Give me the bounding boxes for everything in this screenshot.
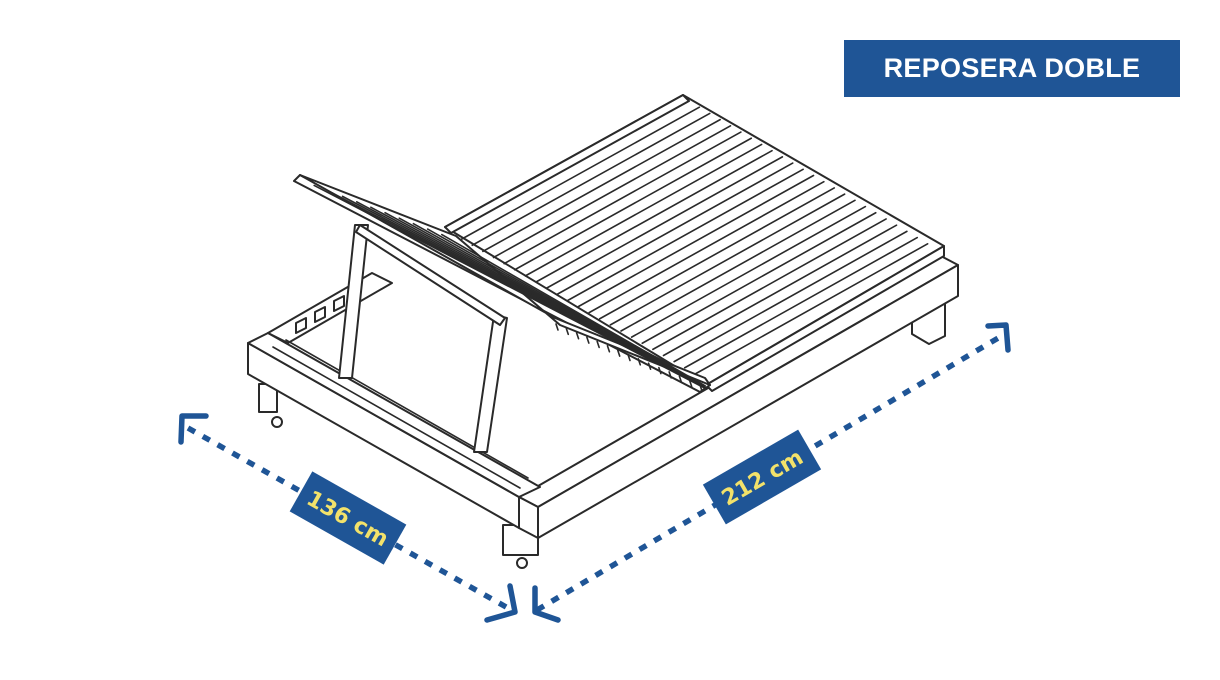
- backrest: [293, 174, 711, 453]
- deck-slat: [556, 162, 794, 296]
- rail-block: [314, 306, 326, 323]
- width-arrow-left: [178, 413, 209, 445]
- flat-deck: [444, 94, 945, 392]
- deck-slat: [460, 106, 701, 240]
- hinge-tick: [627, 353, 631, 362]
- hinge-tick: [616, 349, 621, 357]
- deck-slat: [662, 224, 898, 357]
- deck-slat: [588, 180, 825, 314]
- deck-slat: [620, 199, 856, 332]
- hinge-tick: [586, 336, 590, 344]
- deck-slat: [683, 236, 919, 369]
- width-label-badge: 136 cm: [289, 471, 407, 565]
- deck-slat: [694, 242, 929, 375]
- deck-slat: [652, 218, 887, 351]
- length-dimension-line: [535, 331, 1007, 613]
- deck-slat: [641, 211, 877, 345]
- rail-block: [333, 295, 345, 312]
- deck-slat: [503, 131, 742, 265]
- back-rail: [267, 272, 393, 344]
- backrest-crossbar: [355, 224, 506, 326]
- deck-slat: [482, 118, 721, 253]
- wheel-front: [516, 557, 528, 569]
- hinge-tick: [596, 340, 600, 349]
- backrest-support-left: [338, 224, 369, 379]
- hinge-tick: [606, 344, 611, 353]
- hinge-tick: [575, 331, 580, 340]
- inner-rail-line: [285, 339, 529, 479]
- hinge-tick: [688, 379, 693, 388]
- width-arrow-right: [484, 583, 518, 623]
- deck-slat: [609, 193, 846, 326]
- length-label-box: [702, 429, 822, 525]
- title-badge: REPOSERA DOBLE: [844, 40, 1180, 97]
- length-arrow-right: [985, 322, 1011, 353]
- inner-rail-line: [272, 346, 521, 489]
- backrest-slats: [313, 184, 706, 389]
- hinge-tick: [668, 371, 672, 379]
- deck-slat: [535, 149, 773, 283]
- deck-slat: [577, 174, 815, 308]
- rail-block: [295, 317, 307, 334]
- deck-slat: [630, 205, 867, 338]
- title-text: REPOSERA DOBLE: [883, 53, 1141, 83]
- hinge-tick: [637, 358, 642, 366]
- deck-slat: [492, 125, 732, 259]
- deck-back-edge: [444, 94, 690, 234]
- length-arrow-left: [532, 585, 561, 623]
- hinge-ticks: [555, 323, 703, 392]
- deck-slat: [513, 137, 753, 271]
- deck-slats: [460, 106, 929, 375]
- length-label-badge: 212 cm: [702, 429, 822, 525]
- deck-slat: [524, 143, 763, 277]
- hinge-tick: [565, 327, 570, 336]
- width-label-box: [289, 471, 407, 565]
- hinge-tick: [658, 366, 662, 375]
- hinge-tick: [678, 375, 683, 384]
- deck-slat: [471, 112, 711, 247]
- deck-slat: [673, 230, 908, 363]
- deck-slat: [545, 156, 784, 289]
- hinge-tick: [699, 384, 703, 392]
- bed-frame: [247, 254, 959, 569]
- backrest-slat: [441, 233, 706, 387]
- hinge-tick: [647, 362, 652, 371]
- deck-slat: [567, 168, 804, 302]
- wheel-back-left: [271, 416, 283, 428]
- deck-slat: [598, 187, 836, 320]
- hinge-tick: [555, 323, 559, 331]
- deck-edge: [705, 245, 945, 392]
- backrest-support-right: [473, 314, 508, 453]
